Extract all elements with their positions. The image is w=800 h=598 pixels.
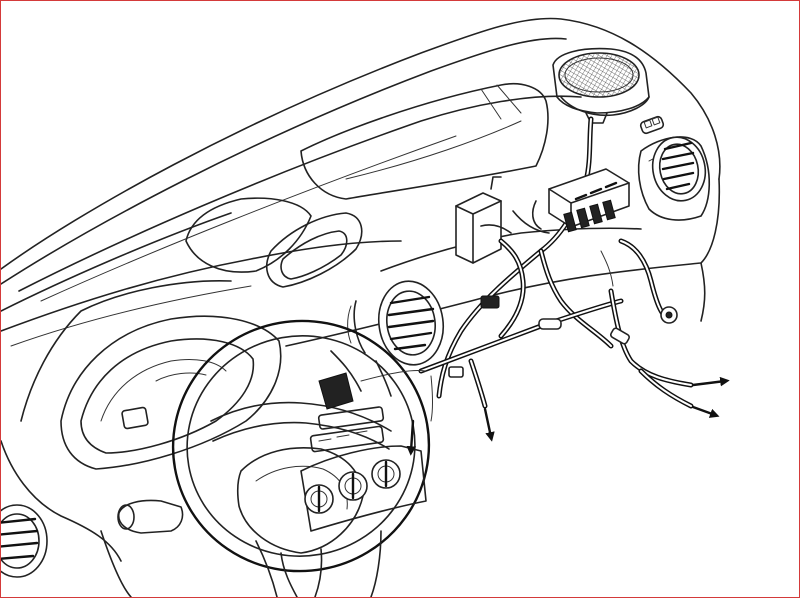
- heater-controls-icon: [255, 406, 427, 597]
- fuse-connector-block-icon: [512, 168, 630, 234]
- steering-wheel-icon: [171, 319, 431, 597]
- cable-harness-icon: [360, 116, 694, 422]
- right-vent-icon: [651, 136, 707, 202]
- glovebox-handle-icon: [266, 212, 363, 288]
- arrow-down-left-icon: [406, 419, 417, 456]
- instrument-cluster-icon: [1, 279, 282, 562]
- column-stalk-icon: [100, 499, 184, 597]
- column-shroud-icon: [318, 350, 392, 410]
- dashboard-shell-icon: [1, 17, 721, 347]
- arrow-right-lower-icon: [691, 405, 720, 418]
- central-vent-icon: [347, 280, 445, 366]
- switch-panel-icon: [639, 115, 665, 135]
- speaker-grille-icon: [552, 47, 650, 124]
- arrow-down-center-icon: [483, 407, 495, 442]
- left-vent-icon: [1, 504, 48, 578]
- relay-module-icon: [455, 176, 512, 264]
- arrow-right-upper-icon: [691, 376, 730, 387]
